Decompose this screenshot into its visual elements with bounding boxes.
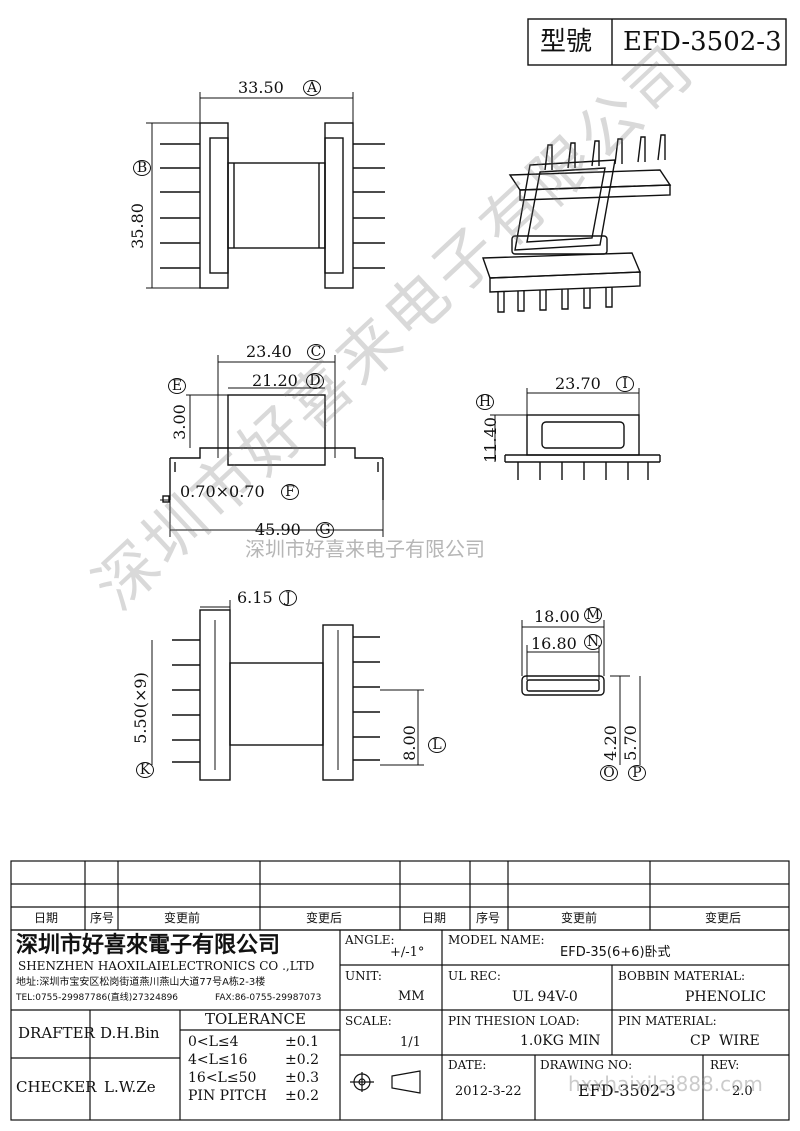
dim-n-tag: N <box>584 634 602 650</box>
dim-a-tag: A <box>303 80 321 96</box>
rev-value: 2.0 <box>732 1084 753 1099</box>
dim-h-tag: H <box>476 394 494 410</box>
dim-f-value: 0.70×0.70 <box>180 482 265 501</box>
tolerance-range-4: PIN PITCH <box>188 1088 267 1104</box>
model-name-value: EFD-35(6+6)卧式 <box>560 945 671 960</box>
dim-c-tag: C <box>307 344 325 360</box>
dim-a-value: 33.50 <box>238 78 284 97</box>
rev-header-seq-2: 序号 <box>476 911 501 925</box>
scale-label: SCALE: <box>345 1014 392 1028</box>
dim-m-value: 18.00 <box>534 607 580 626</box>
dim-j-value: 6.15 <box>237 588 273 607</box>
angle-label: ANGLE: <box>345 933 395 947</box>
ul-rec-value: UL 94V-0 <box>512 989 578 1005</box>
company-address: 地址:深圳市宝安区松岗街道燕川燕山大道77号A栋2-3楼 <box>16 977 266 988</box>
angle-value: +/-1° <box>390 945 425 960</box>
dim-e-tag: E <box>168 378 186 394</box>
tolerance-range-2: 4<L≤16 <box>188 1052 248 1068</box>
dim-e-value: 3.00 <box>169 404 189 440</box>
drafter-label: DRAFTER <box>18 1024 95 1042</box>
tolerance-range-1: 0<L≤4 <box>188 1034 239 1050</box>
rev-header-before-1: 变更前 <box>164 911 201 925</box>
pin-load-label: PIN THESION LOAD: <box>448 1014 580 1028</box>
pin-material-label: PIN MATERIAL: <box>618 1014 717 1028</box>
company-name-en: SHENZHEN HAOXILAIELECTRONICS CO .,LTD <box>18 959 315 973</box>
dim-i-value: 23.70 <box>555 374 601 393</box>
model-label: 型號 <box>540 27 593 57</box>
drawing-no-label: DRAWING NO: <box>540 1058 633 1072</box>
dim-o-tag: O <box>600 765 618 781</box>
company-fax: FAX:86-0755-29987073 <box>215 993 322 1003</box>
dim-c-value: 23.40 <box>246 342 292 361</box>
dim-p-tag: P <box>628 765 646 781</box>
tolerance-label: TOLERANCE <box>205 1010 306 1028</box>
dim-m-tag: M <box>584 607 602 623</box>
dim-j-tag: J <box>279 590 297 606</box>
checker-label: CHECKER <box>16 1078 97 1096</box>
top-view <box>146 92 385 289</box>
ul-rec-label: UL REC: <box>448 969 501 983</box>
rev-header-after-2: 变更后 <box>705 911 742 925</box>
dim-g-tag: G <box>316 522 334 538</box>
unit-value: MM <box>398 989 425 1004</box>
dim-g-value: 45.90 <box>255 520 301 539</box>
dim-o-value: 4.20 <box>600 725 620 761</box>
dim-n-value: 16.80 <box>531 634 577 653</box>
company-tel: TEL:0755-29987786(直线)27324896 <box>16 993 179 1003</box>
scale-value: 1/1 <box>400 1035 421 1050</box>
pin-load-value: 1.0KG MIN <box>520 1033 601 1049</box>
pin-section-view <box>521 620 641 765</box>
site-watermark: hxxhaixilai888.com <box>568 1072 763 1096</box>
rev-header-date-1: 日期 <box>34 911 59 925</box>
rev-label: REV: <box>710 1058 740 1072</box>
rev-header-before-2: 变更前 <box>561 911 598 925</box>
bobbin-material-value: PHENOLIC <box>685 989 767 1005</box>
header-box <box>527 18 787 66</box>
rev-header-seq-1: 序号 <box>90 911 115 925</box>
dim-d-tag: D <box>306 373 324 389</box>
date-value: 2012-3-22 <box>455 1084 522 1099</box>
rev-header-after-1: 变更后 <box>306 911 343 925</box>
drawing-no-value: EFD-3502-3 <box>578 1081 676 1100</box>
unit-label: UNIT: <box>345 969 382 983</box>
checker-value: L.W.Ze <box>104 1078 156 1096</box>
pin-material-value: CP WIRE <box>690 1033 760 1049</box>
dim-p-value: 5.70 <box>620 725 640 761</box>
tolerance-value-1: ±0.1 <box>285 1034 319 1050</box>
tolerance-value-2: ±0.2 <box>285 1052 319 1068</box>
bobbin-material-label: BOBBIN MATERIAL: <box>618 969 746 983</box>
dim-b-value: 35.80 <box>127 203 147 249</box>
dim-i-tag: I <box>616 376 634 392</box>
model-value: EFD-3502-3 <box>623 27 782 57</box>
isometric-view <box>482 134 672 313</box>
title-block-grid <box>10 929 790 1121</box>
bottom-view <box>151 600 424 781</box>
tolerance-value-4: ±0.2 <box>285 1088 319 1104</box>
end-view <box>490 388 661 480</box>
rev-header-date-2: 日期 <box>422 911 447 925</box>
dim-l-value: 8.00 <box>399 725 419 761</box>
date-label: DATE: <box>448 1058 487 1072</box>
tolerance-range-3: 16<L≤50 <box>188 1070 257 1086</box>
dim-b-tag: B <box>133 160 151 176</box>
dim-k-value: 5.50(×9) <box>130 672 150 744</box>
tolerance-value-3: ±0.3 <box>285 1070 319 1086</box>
watermark-horizontal: 深圳市好喜来电子有限公司 <box>245 537 485 561</box>
drafter-value: D.H.Bin <box>100 1024 160 1042</box>
dim-l-tag: L <box>428 737 446 753</box>
model-name-label: MODEL NAME: <box>448 933 545 947</box>
dim-h-value: 11.40 <box>480 417 500 463</box>
dim-f-tag: F <box>281 484 299 500</box>
company-name-cn: 深圳市好喜來電子有限公司 <box>16 932 281 958</box>
dim-k-tag: K <box>136 762 154 778</box>
dim-d-value: 21.20 <box>252 371 298 390</box>
revision-table-grid <box>10 860 790 931</box>
